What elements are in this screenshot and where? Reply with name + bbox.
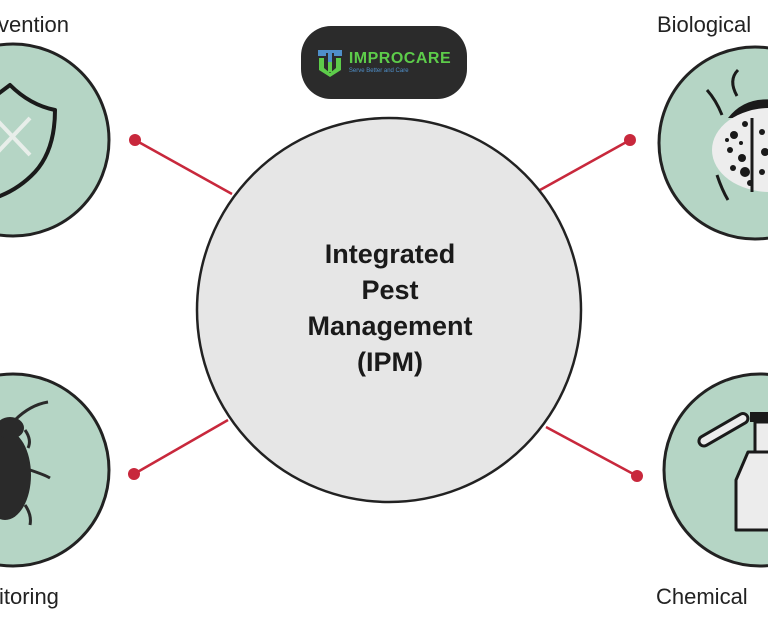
connector-chemical [545,425,638,478]
label-prevention: vention [0,12,69,37]
connector-biological [539,138,631,192]
connector-dot-chemical [631,470,643,482]
center-title: Integrated Pest Management (IPM) [290,236,490,380]
shield-x-icon [0,83,57,199]
label-chemical: Chemical [656,584,748,609]
center-title-line: Pest [361,275,419,305]
connector-monitoring [133,418,229,476]
spray-bottle-icon [697,412,768,532]
connector-dot-monitoring [128,468,140,480]
beetle-icon [0,400,51,526]
connector-dot-biological [624,134,636,146]
logo-tagline: Serve Better and Care [348,67,409,74]
label-biological: Biological [657,12,752,37]
center-title-line: Integrated [324,239,456,269]
center-title-line: (IPM) [357,347,423,377]
ladybug-icon [705,68,768,201]
connector-prevention [134,138,233,196]
logo-name: IMPROCARE [348,49,452,67]
label-monitoring: itoring [0,584,59,609]
improcare-logo-icon [317,49,342,77]
connector-dot-prevention [129,134,141,146]
connectors [128,134,643,482]
center-circle [195,116,583,504]
node-monitoring [0,372,111,568]
node-chemical [662,372,768,568]
node-prevention [0,42,111,238]
center-title-line: Management [307,311,473,341]
node-biological [657,45,768,241]
improcare-logo: IMPROCARE Serve Better and Care [301,26,467,99]
